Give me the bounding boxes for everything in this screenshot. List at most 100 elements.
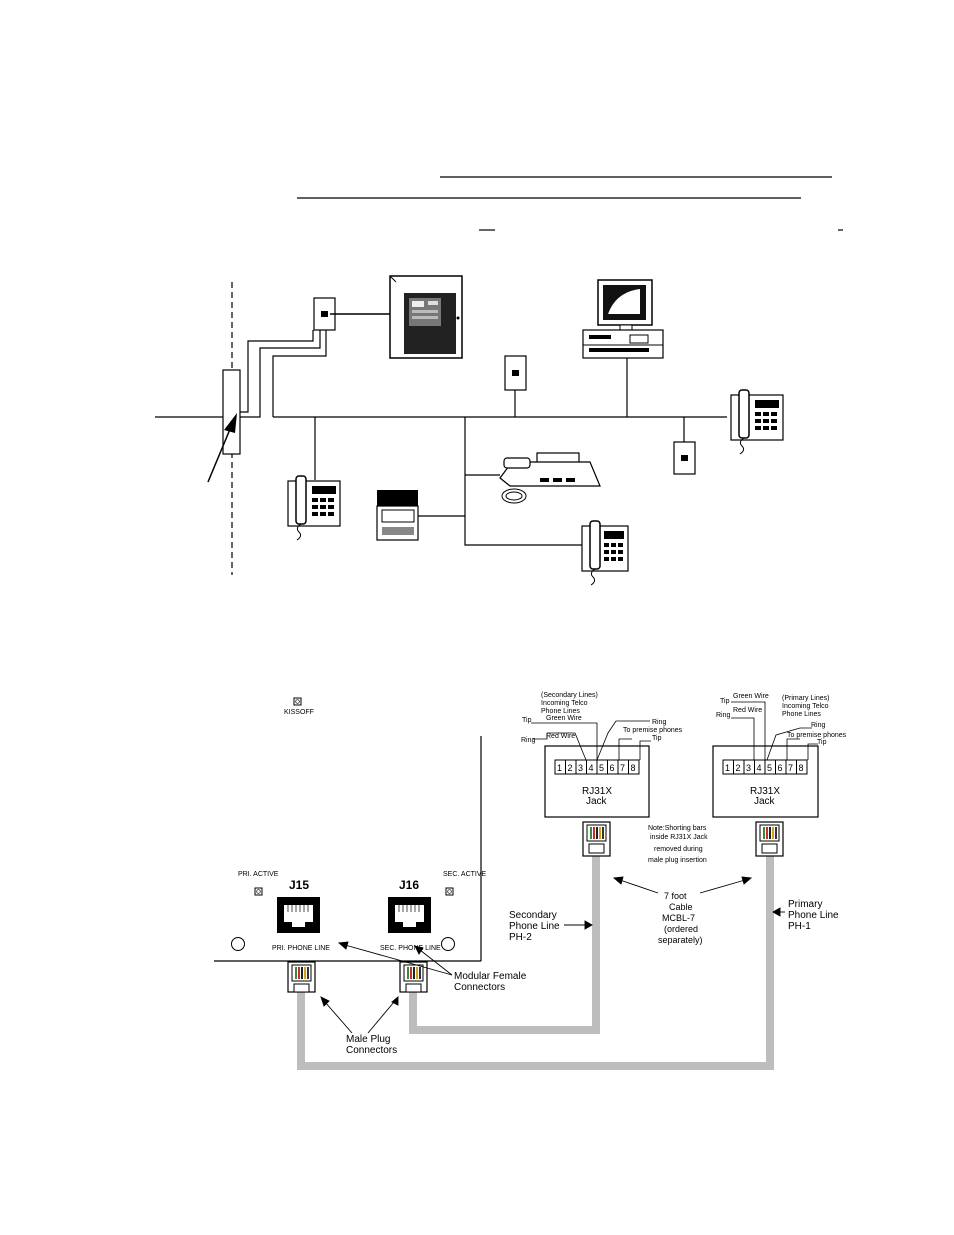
svg-text:MCBL-7: MCBL-7: [662, 913, 695, 923]
male-plug-primary-jack: [755, 821, 784, 857]
secondary-terminals: 1 2 3 4 5 6 7 8: [554, 759, 640, 775]
panel-feed-outer: [240, 330, 321, 418]
secondary-green-wire: Green Wire: [546, 715, 582, 722]
cable-primary: [297, 856, 774, 1070]
svg-text:Secondary: Secondary: [509, 910, 557, 921]
wall-jack-right-port: [681, 455, 688, 461]
shorting-bar-note: Note:Shorting bars inside RJ31X Jack rem…: [648, 825, 708, 864]
pri-terminal-8: 8: [799, 763, 804, 773]
primary-green-wire: Green Wire: [733, 693, 769, 700]
primary-rj31x-jack: (Primary Lines) Incoming Telco Phone Lin…: [712, 693, 847, 818]
svg-text:Cable: Cable: [669, 902, 693, 912]
pri-terminal-3: 3: [746, 763, 751, 773]
pointer-arrowhead: [224, 413, 237, 433]
sec-phone-line-label: SEC. PHONE LINE: [380, 945, 441, 952]
panel-feed-inner: [240, 330, 314, 413]
header-rules: [297, 176, 843, 231]
cable-label: 7 foot Cable MCBL-7 (ordered separately): [658, 891, 703, 945]
sec-active-led: [445, 887, 454, 896]
secondary-line-label: Secondary Phone Line PH-2: [509, 910, 560, 943]
svg-text:Note:Shorting bars: Note:Shorting bars: [648, 825, 707, 832]
secondary-jack-name-2: Jack: [586, 796, 608, 807]
svg-text:Male Plug: Male Plug: [346, 1034, 390, 1045]
j15-label: J15: [289, 878, 309, 892]
secondary-ring-left: Ring: [521, 737, 536, 744]
j15-female-connector: [277, 897, 320, 933]
secondary-header-2: Incoming Telco: [541, 700, 588, 707]
svg-text:PH-2: PH-2: [509, 932, 532, 943]
primary-header-3: Phone Lines: [782, 711, 821, 718]
secondary-jack-name-1: RJ31X: [582, 786, 612, 797]
secondary-rj31x-jack: (Secondary Lines) Incoming Telco Phone L…: [521, 692, 683, 818]
secondary-to-premise: To premise phones: [623, 727, 683, 734]
svg-text:7 foot: 7 foot: [664, 891, 687, 901]
svg-text:(ordered: (ordered: [664, 924, 698, 934]
mount-hole-right: [441, 937, 455, 951]
telephone-icon-left: [287, 475, 341, 541]
primary-red-wire: Red Wire: [733, 707, 762, 714]
secondary-tip-label: Tip: [522, 717, 532, 724]
svg-text:Connectors: Connectors: [346, 1045, 397, 1056]
panel-return: [272, 330, 327, 417]
premises-diagram: [155, 275, 784, 586]
sec-terminal-8: 8: [631, 763, 636, 773]
cable-secondary: [409, 856, 600, 1034]
secondary-header-3: Phone Lines: [541, 708, 580, 715]
sec-active-label: SEC. ACTIVE: [443, 871, 487, 878]
svg-text:removed during: removed during: [654, 846, 703, 853]
svg-text:male plug insertion: male plug insertion: [648, 857, 707, 864]
modular-female-label: Modular Female Connectors: [454, 971, 527, 993]
pri-terminal-4: 4: [757, 763, 762, 773]
sec-terminal-2: 2: [568, 763, 573, 773]
primary-ring-left: Ring: [716, 712, 731, 719]
svg-text:Primary: Primary: [788, 899, 822, 910]
pri-terminal-6: 6: [778, 763, 783, 773]
primary-tip-label: Tip: [720, 698, 730, 705]
pri-terminal-5: 5: [767, 763, 772, 773]
secondary-tip-right: Tip: [652, 735, 662, 742]
kissoff-label: KISSOFF: [284, 709, 314, 716]
sec-terminal-1: 1: [557, 763, 562, 773]
secondary-red-wire: Red Wire: [546, 733, 575, 740]
svg-text:Connectors: Connectors: [454, 982, 505, 993]
primary-jack-name-1: RJ31X: [750, 786, 780, 797]
sec-terminal-3: 3: [578, 763, 583, 773]
primary-ring-right: Ring: [811, 722, 826, 729]
control-panel-icon: [389, 275, 463, 359]
fax-machine-icon: [499, 452, 601, 504]
secondary-ring-right: Ring: [652, 719, 667, 726]
male-plug-j15: [287, 961, 316, 993]
kissoff-led: [293, 697, 302, 706]
answering-machine-icon: [376, 490, 419, 541]
pri-terminal-1: 1: [725, 763, 730, 773]
primary-terminals: 1 2 3 4 5 6 7 8: [722, 759, 808, 775]
male-plug-secondary-jack: [582, 821, 611, 857]
svg-text:Phone Line: Phone Line: [788, 910, 839, 921]
mount-hole-left: [231, 937, 245, 951]
svg-text:separately): separately): [658, 935, 703, 945]
primary-jack-box: [712, 745, 819, 818]
j16-female-connector: [388, 897, 431, 933]
pri-terminal-2: 2: [736, 763, 741, 773]
computer-icon: [582, 279, 664, 359]
pri-active-led: [254, 887, 263, 896]
j16-label: J16: [399, 878, 419, 892]
primary-to-premise: To premise phones: [787, 732, 847, 739]
svg-text:inside RJ31X Jack: inside RJ31X Jack: [650, 834, 708, 841]
telephone-icon-bottom: [581, 520, 629, 586]
sec-terminal-4: 4: [589, 763, 594, 773]
panel-wall-jack-port: [321, 311, 328, 317]
pri-terminal-7: 7: [788, 763, 793, 773]
svg-text:Phone Line: Phone Line: [509, 921, 560, 932]
svg-text:Modular Female: Modular Female: [454, 971, 527, 982]
primary-header-2: Incoming Telco: [782, 703, 829, 710]
pri-active-label: PRI. ACTIVE: [238, 871, 279, 878]
sec-terminal-5: 5: [599, 763, 604, 773]
pointer-arrow: [207, 421, 234, 483]
primary-header-1: (Primary Lines): [782, 695, 829, 702]
telephone-icon-right: [730, 389, 784, 455]
primary-tip-right: Tip: [817, 739, 827, 746]
male-plug-label: Male Plug Connectors: [346, 1034, 397, 1056]
sec-terminal-6: 6: [610, 763, 615, 773]
